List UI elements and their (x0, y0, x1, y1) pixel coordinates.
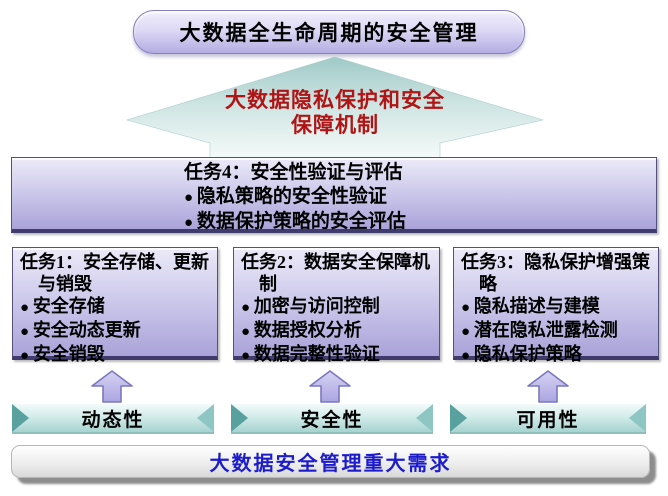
big-up-arrow-icon (125, 56, 545, 160)
requirements-bottom-bar: 大数据安全管理重大需求 (11, 445, 650, 478)
task1-bullet: 安全存储 (20, 295, 211, 319)
need-bar-availability-label: 可用性 (516, 409, 580, 431)
task1-bullet-list: 安全存储 安全动态更新 安全销毁 (20, 295, 211, 367)
up-arrow-icon (91, 370, 133, 403)
big-arrow-caption-line1: 大数据隐私保护和安全 (225, 88, 445, 112)
task3-title: 任务3：隐私保护增强策略 (461, 252, 650, 294)
up-arrow-icon (309, 370, 351, 403)
task1-bullet: 安全销毁 (20, 343, 211, 367)
task3-panel: 任务3：隐私保护增强策略 隐私描述与建模 潜在隐私泄露检测 隐私保护策略 (453, 247, 659, 364)
task1-title: 任务1：安全存储、更新与销毁 (20, 252, 209, 294)
task2-title: 任务2：数据安全保障机制 (241, 252, 430, 294)
lifecycle-header-box: 大数据全生命周期的安全管理 (133, 10, 525, 54)
task3-bullet: 潜在隐私泄露检测 (461, 319, 652, 343)
need-bar-availability: 可用性 (450, 403, 646, 434)
task3-bullet-list: 隐私描述与建模 潜在隐私泄露检测 隐私保护策略 (461, 295, 652, 367)
task4-title: 任务4：安全性验证与评估 (184, 162, 403, 183)
task4-bullet-list: 隐私策略的安全性验证 数据保护策略的安全评估 (184, 185, 656, 235)
big-arrow-caption: 大数据隐私保护和安全 保障机制 (120, 88, 550, 138)
task4-bullet: 隐私策略的安全性验证 (184, 185, 656, 210)
up-arrow-icon (527, 370, 569, 403)
task2-bullet: 数据授权分析 (241, 319, 433, 343)
task1-bullet: 安全动态更新 (20, 319, 211, 343)
task1-panel: 任务1：安全存储、更新与销毁 安全存储 安全动态更新 安全销毁 (12, 247, 218, 364)
need-bar-security: 安全性 (231, 403, 433, 434)
task4-bullet: 数据保护策略的安全评估 (184, 210, 656, 235)
task4-panel: 任务4：安全性验证与评估 隐私策略的安全性验证 数据保护策略的安全评估 (11, 157, 657, 233)
task2-panel: 任务2：数据安全保障机制 加密与访问控制 数据授权分析 数据完整性验证 (233, 247, 440, 364)
requirements-bottom-bar-label: 大数据安全管理重大需求 (209, 453, 452, 475)
lifecycle-header-label: 大数据全生命周期的安全管理 (179, 21, 479, 45)
task2-bullet-list: 加密与访问控制 数据授权分析 数据完整性验证 (241, 295, 433, 367)
need-bar-security-label: 安全性 (300, 409, 364, 431)
need-bar-dynamic-label: 动态性 (81, 409, 145, 431)
task2-bullet: 数据完整性验证 (241, 343, 433, 367)
need-bar-dynamic: 动态性 (12, 403, 214, 434)
big-arrow-caption-line2: 保障机制 (291, 113, 379, 137)
task3-bullet: 隐私保护策略 (461, 343, 652, 367)
task2-bullet: 加密与访问控制 (241, 295, 433, 319)
task3-bullet: 隐私描述与建模 (461, 295, 652, 319)
